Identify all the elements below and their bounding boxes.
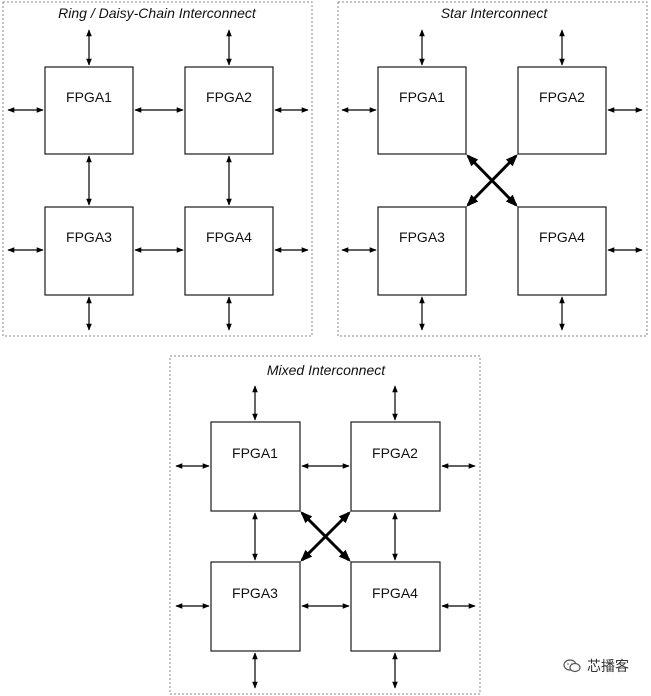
star-fpga4-label: FPGA4 — [539, 229, 585, 245]
panel-ring-frame — [2, 1, 313, 337]
panel-star-frame — [337, 1, 648, 337]
mixed-fpga1-label: FPGA1 — [232, 445, 278, 461]
star-fpga4-box — [517, 206, 607, 296]
ring-fpga4-label: FPGA4 — [206, 229, 252, 245]
star-fpga2-box — [517, 66, 607, 155]
mixed-fpga1-box — [210, 421, 301, 512]
ring-fpga2-label: FPGA2 — [206, 89, 252, 105]
panel-mixed: Mixed Interconnect FPGA1 FPGA2 FPGA3 FPG… — [169, 355, 481, 695]
ring-fpga1-label: FPGA1 — [66, 89, 112, 105]
watermark-text: 芯播客 — [587, 659, 629, 675]
mixed-fpga4-label: FPGA4 — [372, 585, 418, 601]
panel-ring-title: Ring / Daisy-Chain Interconnect — [58, 5, 257, 21]
mixed-fpga3-box — [210, 561, 301, 652]
ring-fpga2-box — [184, 66, 274, 155]
wechat-icon — [563, 659, 581, 673]
watermark: 芯播客 — [563, 656, 629, 676]
panel-star-title: Star Interconnect — [441, 5, 549, 21]
mixed-fpga3-label: FPGA3 — [232, 585, 278, 601]
panel-mixed-title: Mixed Interconnect — [267, 362, 386, 378]
ring-fpga3-label: FPGA3 — [66, 229, 112, 245]
panel-ring: Ring / Daisy-Chain Interconnect FPGA1 FP… — [2, 1, 313, 337]
ring-fpga1-box — [44, 66, 134, 155]
star-fpga3-label: FPGA3 — [399, 229, 445, 245]
star-fpga1-label: FPGA1 — [399, 89, 445, 105]
ring-fpga3-box — [44, 206, 134, 296]
mixed-fpga2-label: FPGA2 — [372, 445, 418, 461]
star-fpga1-box — [377, 66, 467, 155]
star-fpga3-box — [377, 206, 467, 296]
star-link-2-3 — [466, 154, 518, 207]
panel-star: Star Interconnect FPGA1 FPGA2 FPGA3 FPGA… — [337, 1, 648, 337]
mixed-fpga4-box — [350, 561, 441, 652]
mixed-fpga2-box — [350, 421, 441, 512]
star-fpga2-label: FPGA2 — [539, 89, 585, 105]
mixed-link-2-3 — [300, 511, 351, 562]
ring-fpga4-box — [184, 206, 274, 296]
